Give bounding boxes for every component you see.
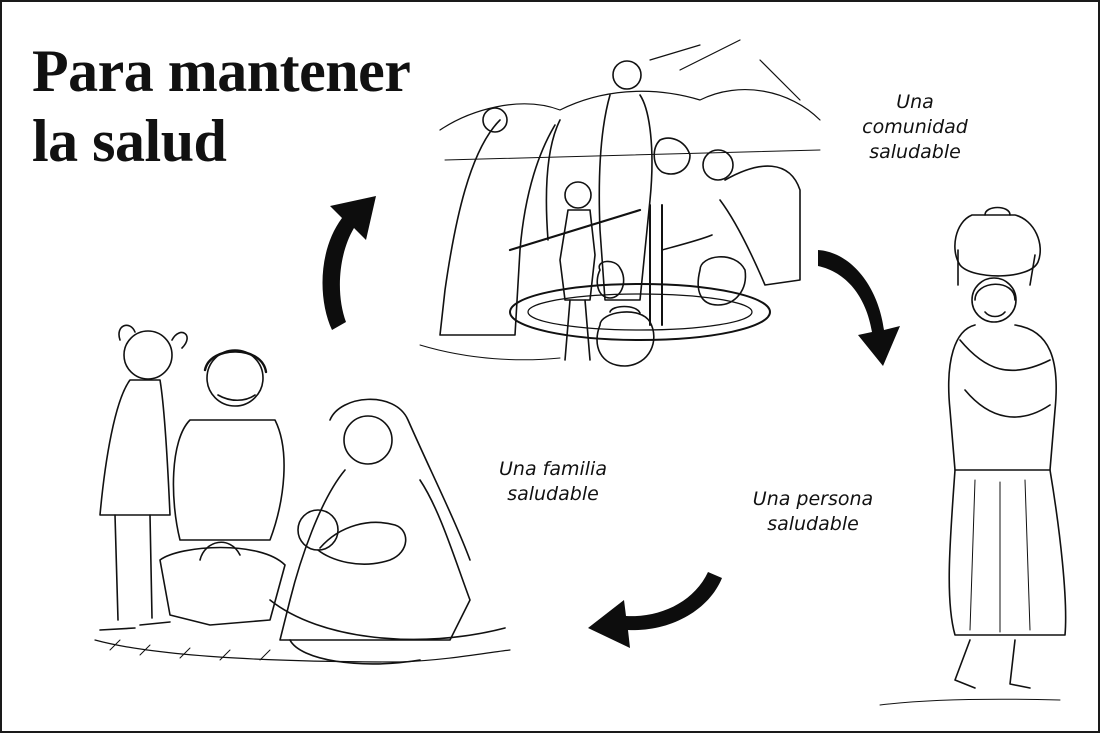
stage-label-community-line-1: Una — [896, 91, 934, 113]
stage-label-community: Una comunidad saludable — [835, 90, 995, 165]
stage-label-family-line-2: saludable — [507, 483, 599, 505]
person-illustration — [879, 206, 1067, 706]
stage-label-community-line-2: comunidad — [862, 116, 968, 138]
stage-label-family: Una familia saludable — [478, 457, 628, 507]
stage-label-community-line-3: saludable — [869, 141, 961, 163]
stage-label-person-line-2: saludable — [767, 513, 859, 535]
arrow-family-to-community — [322, 196, 376, 330]
family-illustration — [94, 324, 511, 665]
stage-label-family-line-1: Una familia — [499, 458, 607, 480]
stage-label-person: Una persona saludable — [738, 487, 888, 537]
arrow-person-to-family — [588, 572, 722, 648]
stage-label-person-line-1: Una persona — [752, 488, 874, 510]
title-line-2: la salud — [32, 108, 227, 174]
arrow-community-to-person — [818, 250, 900, 366]
title-line-1: Para mantener — [32, 38, 411, 104]
page-title: Para mantener la salud — [32, 36, 411, 176]
community-illustration — [419, 39, 821, 367]
